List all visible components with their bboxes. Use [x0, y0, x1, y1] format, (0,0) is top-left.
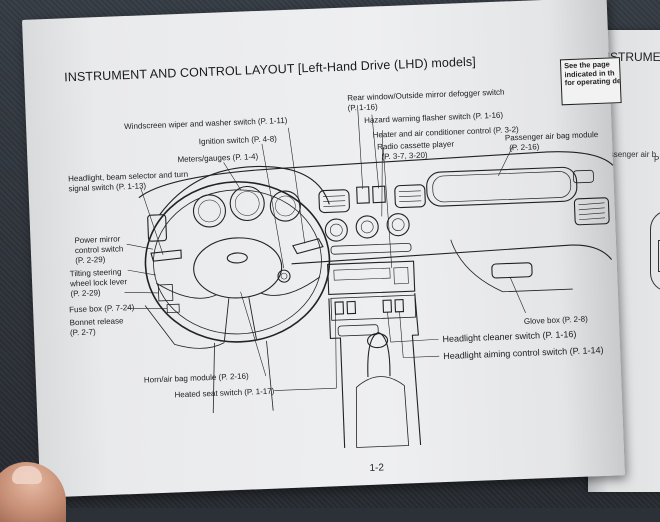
label-radio-2: (P. 3-7, 3-20): [381, 150, 428, 162]
fuse-box-shape: [157, 284, 174, 302]
heater-lever-slot: [330, 242, 412, 255]
right-vent-shape: [573, 197, 610, 226]
radio-shape: [327, 260, 416, 295]
dashboard-diagram: [124, 105, 614, 448]
small-right-vent: [572, 169, 594, 184]
passenger-airbag-shape: [426, 166, 578, 207]
center-console: [328, 298, 346, 448]
heated-seat-switch-shape: [334, 301, 345, 315]
heater-knob-left: [324, 218, 348, 242]
dashboard-outline: [138, 151, 614, 199]
right-page-vent-grille: [658, 240, 660, 272]
glove-box-outline: [450, 239, 573, 293]
label-power-mirror-3: (P. 2-29): [75, 254, 106, 266]
dashboard-lower-edge: [291, 244, 613, 265]
page-content: INSTRUMENT AND CONTROL LAYOUT [Left-Hand…: [22, 0, 625, 498]
steering-wheel-outer: [144, 181, 331, 343]
center-vent-right: [394, 184, 426, 209]
hl-cleaner-switch-shape: [382, 299, 393, 313]
gauge-center: [229, 185, 265, 222]
heater-knob-right: [386, 213, 410, 237]
steering-wheel-inner: [153, 189, 322, 335]
label-tilt-steering-3: (P. 2-29): [70, 288, 101, 299]
gauge-right: [269, 190, 301, 222]
horn-pad: [193, 237, 283, 299]
center-vent-left: [318, 189, 350, 214]
label-power-mirror-2: control switch: [74, 244, 124, 256]
label-passenger-airbag-2: (P. 2-16): [509, 142, 540, 153]
left-vent-shape: [147, 214, 168, 242]
right-page-partial: P: [654, 155, 660, 164]
hazard-switch-shape: [372, 185, 386, 204]
label-bonnet-release-2: (P. 2-7): [69, 327, 96, 338]
glove-box-handle: [491, 262, 533, 279]
gear-shifter: [367, 331, 391, 378]
lower-switch-panel: [330, 294, 417, 321]
heater-knob-center: [355, 215, 379, 239]
passenger-airbag-inner: [432, 171, 572, 203]
defogger-switch-shape: [356, 186, 370, 204]
page-number: 1-2: [369, 462, 385, 474]
ignition-shape: [277, 269, 291, 283]
label-defogger-2: (P. 1-16): [347, 102, 378, 113]
cluster-hood: [159, 165, 330, 216]
wiper-stalk: [292, 238, 324, 255]
right-page-label: Passenger air b: [600, 150, 657, 159]
hl-aiming-switch-shape: [394, 299, 405, 313]
thumb-nail: [12, 466, 42, 484]
headlight-stalk: [150, 249, 182, 262]
gauge-left: [192, 194, 227, 228]
